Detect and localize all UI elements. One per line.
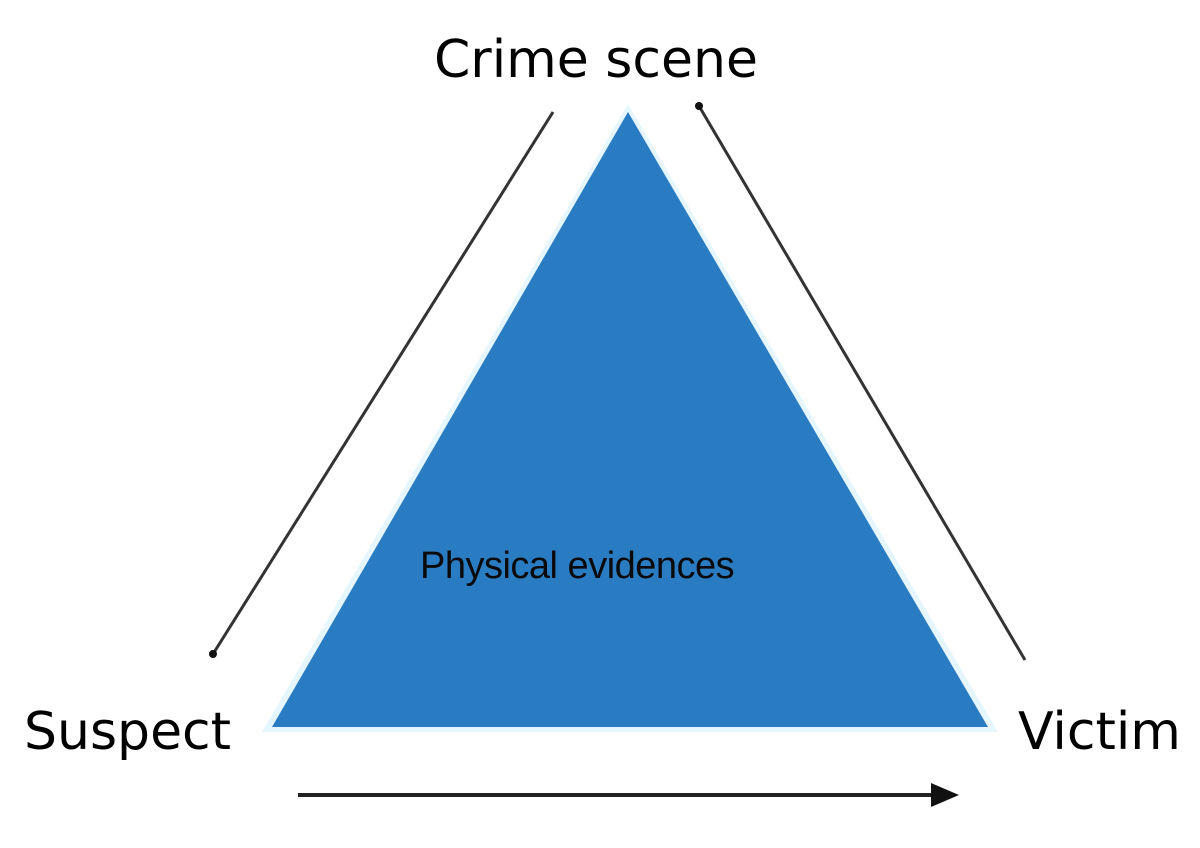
evidence-triangle (272, 112, 988, 727)
arrow-victim-to-crime-scene (697, 105, 1027, 661)
crime-scene-label: Crime scene (434, 30, 758, 90)
victim-label: Victim (1018, 702, 1181, 762)
suspect-label: Suspect (24, 702, 232, 762)
arrow-crime-scene-to-suspect (211, 111, 555, 655)
physical-evidences-label: Physical evidences (420, 545, 735, 587)
arrowhead-crime-scene-dot (695, 102, 703, 110)
arrowhead-suspect-dot (209, 650, 217, 658)
